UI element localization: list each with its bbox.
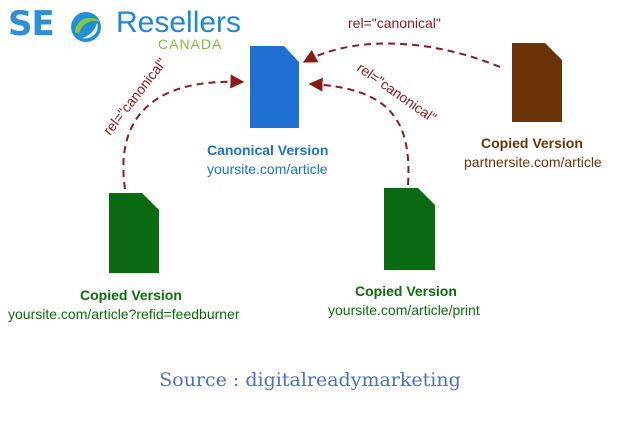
partner-url: partnersite.com/article (464, 154, 602, 170)
canonical-document-icon (250, 46, 299, 128)
logo-resellers-text: Resellers (116, 6, 242, 39)
logo-swirl-icon (71, 12, 101, 42)
edge-label-feedburner: rel="canonical" (100, 55, 170, 138)
print-url: yoursite.com/article/print (328, 302, 480, 318)
print-document-icon (384, 188, 435, 270)
canonical-title: Canonical Version (207, 142, 329, 158)
feedburner-url: yoursite.com/article?refid=feedburner (8, 306, 240, 322)
partner-document-icon (512, 43, 562, 122)
arrow-feedburner-to-canonical (122, 74, 245, 190)
canonical-url: yoursite.com/article (207, 161, 328, 177)
logo-canada-text: CANADA (158, 36, 223, 52)
arrow-partner-to-canonical (302, 42, 501, 68)
print-title: Copied Version (355, 283, 457, 299)
feedburner-document-icon (109, 193, 159, 273)
logo-seo-text: SE (8, 4, 55, 44)
edge-label-partner: rel="canonical" (348, 15, 441, 31)
partner-title: Copied Version (481, 135, 583, 151)
feedburner-title: Copied Version (80, 287, 182, 303)
source-caption: Source : digitalreadymarketing (159, 369, 461, 391)
edge-label-print: rel="canonical" (354, 59, 439, 125)
arrow-print-to-canonical (308, 77, 410, 186)
